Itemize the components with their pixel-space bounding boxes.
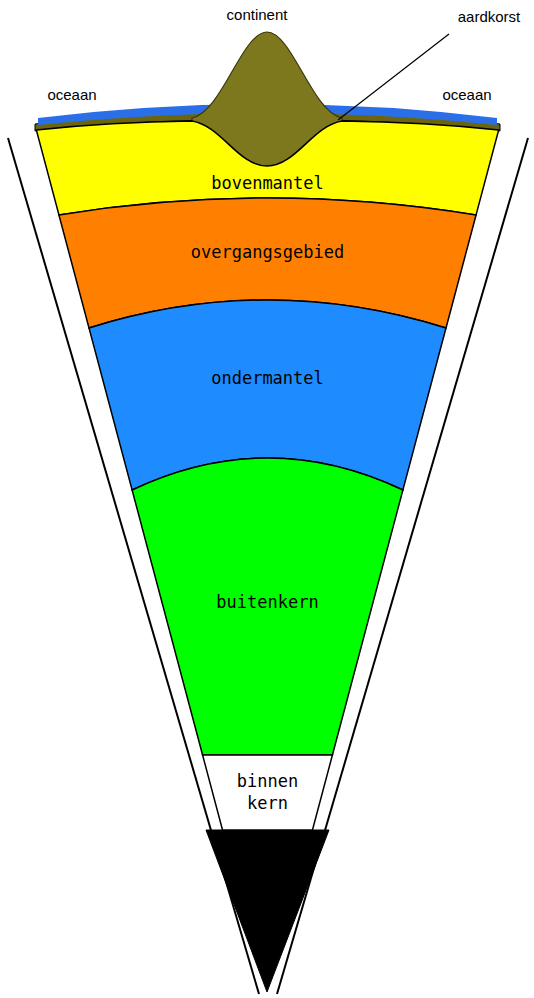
band-shape [200,753,335,832]
core-tip [206,830,329,992]
continent-label: continent [227,6,288,23]
layer-name: ondermantel [211,367,324,389]
layer-name: overgangsgebied [191,241,345,263]
layer-name: bovenmantel [211,172,324,194]
layer-name: buitenkern [216,591,318,613]
layer-name: binnen kern [235,770,301,814]
ocean-label: oceaan [47,86,96,103]
outer-core-band: buitenkern [130,456,405,757]
ocean-label: oceaan [442,86,491,103]
crust-label: aardkorst [458,8,521,25]
inner-core-band: binnen kern [200,753,335,832]
leader-line [338,34,449,120]
band-fill [203,755,333,830]
band-fill [132,458,403,755]
